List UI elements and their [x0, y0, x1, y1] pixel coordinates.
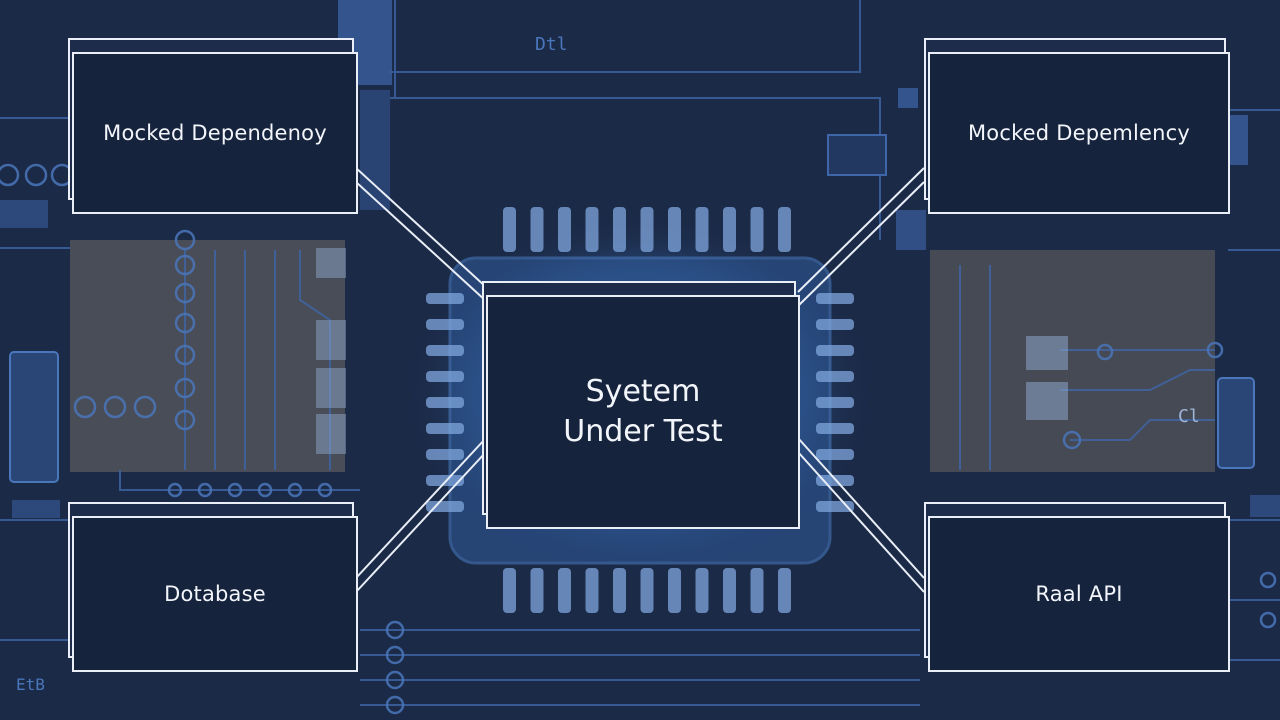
top-chip-text: Dtl	[535, 34, 568, 55]
left-tan-panel	[70, 240, 345, 472]
chip-pin	[816, 319, 854, 330]
chip-pins	[426, 207, 854, 613]
chip-pin	[668, 568, 681, 613]
chip-pin	[426, 501, 464, 512]
chip-pin	[695, 207, 709, 252]
chip-pin	[640, 207, 654, 252]
node-mocked-dependency-top-right: Mocked Depemlency	[928, 52, 1230, 214]
core-title-line1: Syetem	[585, 374, 701, 409]
chip-pin	[750, 568, 764, 613]
node-label: Mocked Depemlency	[967, 121, 1191, 145]
chip-pin	[503, 207, 516, 252]
chip-pin	[503, 568, 516, 613]
board-vias	[0, 163, 1277, 715]
core-title-line2: Under Test	[563, 414, 723, 449]
right-chip-text: Cl	[1178, 406, 1200, 427]
node-label: Raal API	[1035, 582, 1123, 606]
node-label: Mocked Dependenoy	[103, 121, 327, 145]
chip-pin	[816, 423, 854, 434]
chip-pin	[530, 568, 544, 613]
chip-pin	[750, 207, 764, 252]
chip-pin	[558, 207, 571, 252]
chip-pin	[640, 568, 654, 613]
node-database: Dotabase	[72, 516, 358, 672]
chip-pin	[426, 345, 464, 356]
chip-pin	[816, 397, 854, 408]
node-label: Dotabase	[164, 582, 266, 606]
chip-pin	[816, 293, 854, 304]
chip-pin	[816, 345, 854, 356]
chip-pin	[613, 568, 626, 613]
chip-pin	[426, 319, 464, 330]
right-tan-panel	[930, 250, 1215, 472]
chip-pin	[558, 568, 571, 613]
chip-pin	[816, 449, 854, 460]
chip-pin	[426, 449, 464, 460]
node-mocked-dependency-top-left: Mocked Dependenoy	[72, 52, 358, 214]
node-real-api: Raal API	[928, 516, 1230, 672]
chip-pin	[613, 207, 626, 252]
chip-pin	[426, 423, 464, 434]
chip-pin	[723, 568, 736, 613]
chip-pin	[426, 397, 464, 408]
chip-pin	[585, 568, 599, 613]
chip-pin	[426, 475, 464, 486]
bottom-left-text: EtB	[16, 675, 45, 694]
node-system-under-test: Syetem Under Test	[486, 295, 800, 529]
chip-pin	[723, 207, 736, 252]
chip-pin	[778, 207, 791, 252]
chip-pin	[695, 568, 709, 613]
chip-pin	[426, 371, 464, 382]
chip-pin	[585, 207, 599, 252]
chip-pin	[816, 371, 854, 382]
chip-pin	[426, 293, 464, 304]
chip-pin	[530, 207, 544, 252]
chip-pin	[778, 568, 791, 613]
chip-pin	[668, 207, 681, 252]
connector-lines	[355, 167, 925, 593]
board-components	[0, 0, 1280, 518]
